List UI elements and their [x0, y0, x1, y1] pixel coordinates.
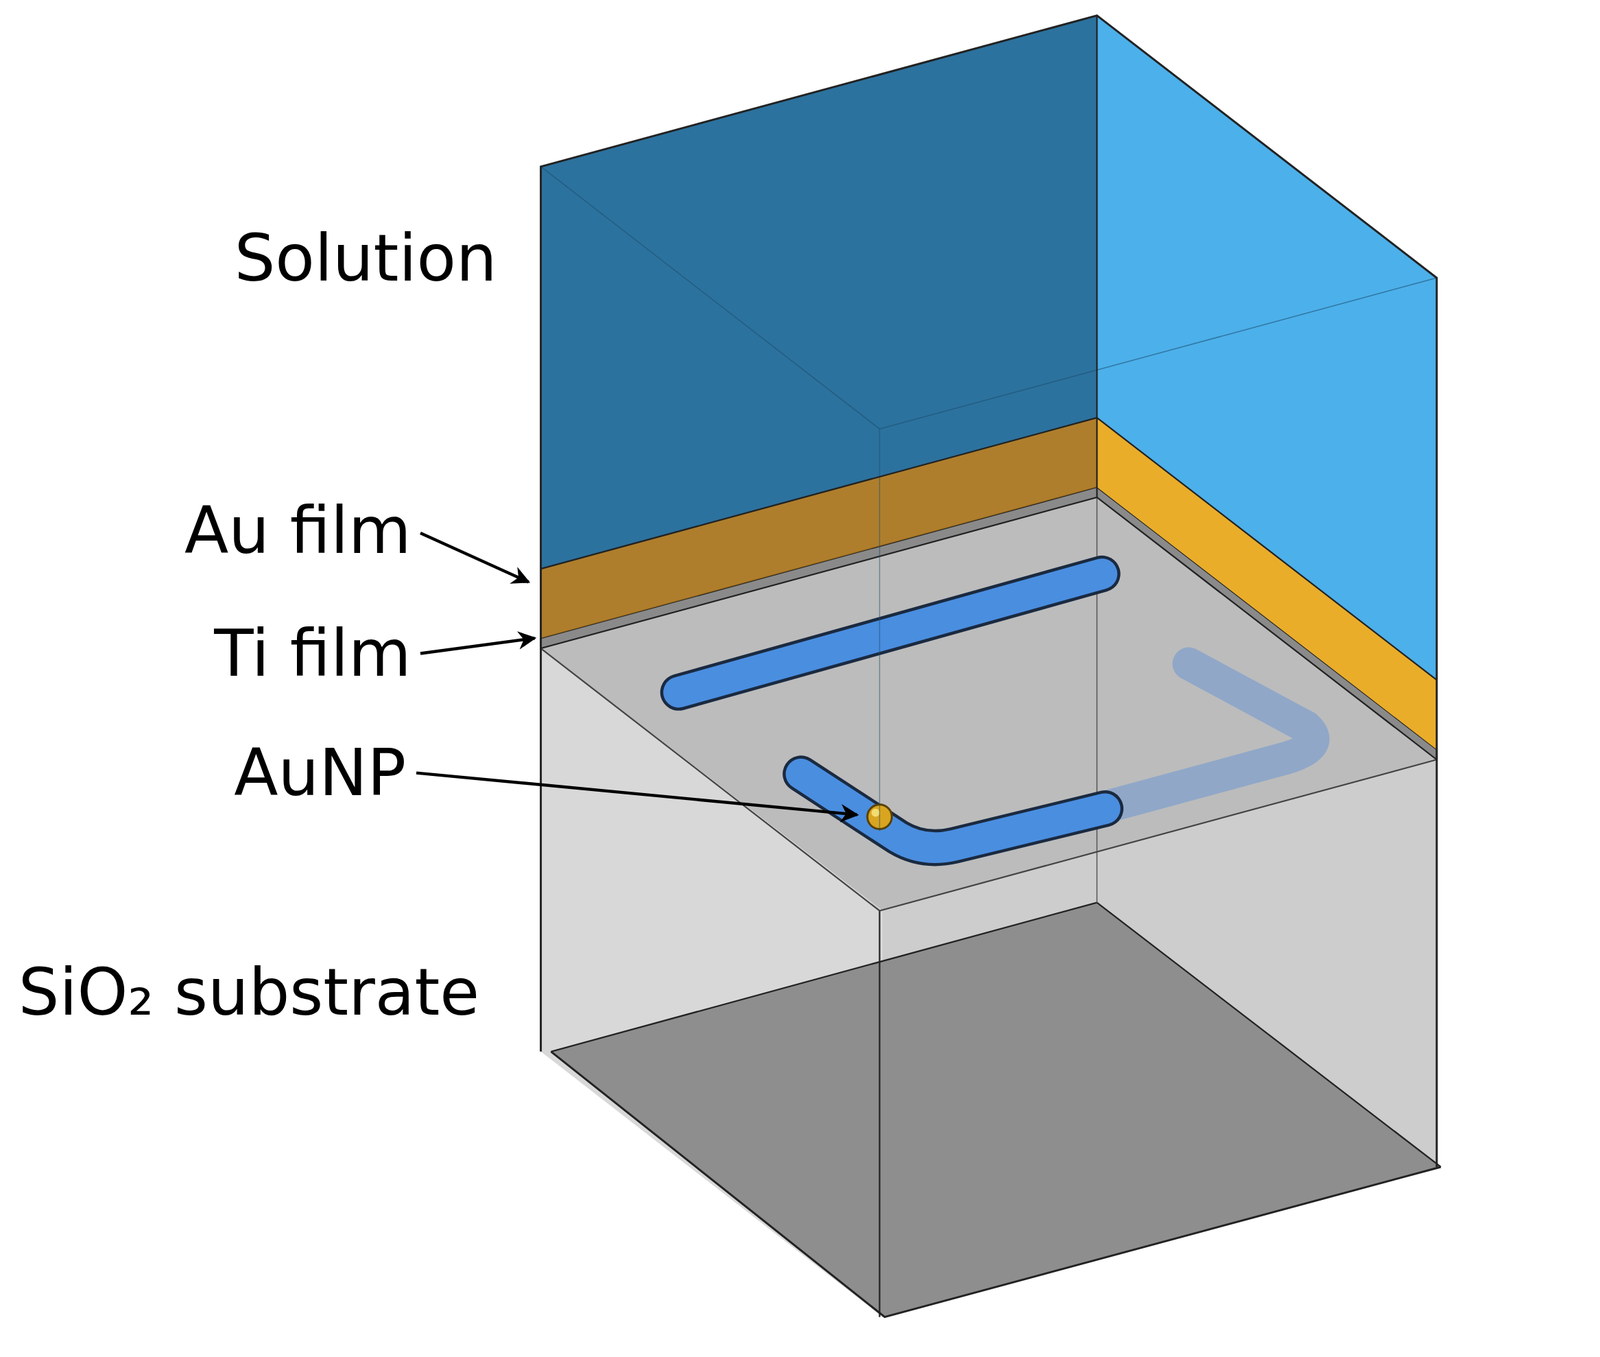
- layer-label: Solution: [234, 222, 498, 294]
- layer-label: Ti film: [213, 617, 411, 689]
- layer-label: Au film: [184, 495, 412, 566]
- block-outline: [541, 15, 1437, 1167]
- solution-edge: [541, 166, 1437, 429]
- solution-left: [541, 15, 1098, 569]
- solution-edge: [879, 428, 880, 831]
- substrate-edge: [550, 1051, 1441, 1317]
- substrate-edge: [878, 910, 880, 1317]
- layer-edge: [1096, 417, 1437, 680]
- layer-label: SiO₂ substrate: [18, 956, 480, 1028]
- substrate-edge: [550, 902, 1097, 1052]
- leader-arrow: [420, 637, 535, 653]
- channel-faded: [1106, 663, 1313, 806]
- leader-arrow: [420, 532, 529, 582]
- leader-arrow: [416, 772, 858, 815]
- layer-edge: [541, 417, 1098, 569]
- substrate-edge: [1096, 902, 1441, 1167]
- block-edge: [1095, 15, 1098, 498]
- layer-label: AuNP: [233, 737, 407, 808]
- substrate-bottom-face: [550, 902, 1441, 1317]
- channel: [801, 773, 1105, 847]
- solution-right: [1096, 15, 1437, 681]
- gold-nanoparticle-highlight: [871, 808, 880, 817]
- channel-outline: [801, 773, 1105, 847]
